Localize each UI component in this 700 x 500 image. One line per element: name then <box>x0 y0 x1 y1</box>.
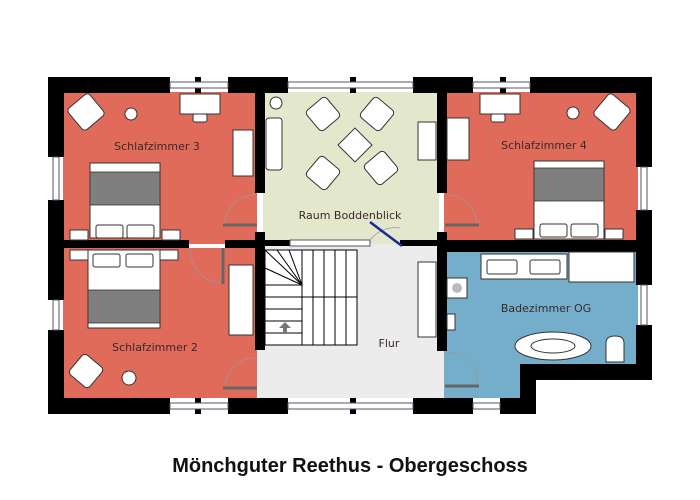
room-label-badezimmer: Badezimmer OG <box>501 302 591 315</box>
furniture-badezimmer <box>446 251 635 363</box>
furniture-schlafzimmer-3 <box>67 93 254 241</box>
room-label-schlafzimmer-2: Schlafzimmer 2 <box>112 341 198 354</box>
room-label-raum-boddenblick: Raum Boddenblick <box>299 209 402 222</box>
furniture-raum-boddenblick <box>265 96 437 191</box>
furniture-schlafzimmer-2 <box>68 249 254 389</box>
balcony-door-leaf <box>369 221 403 247</box>
room-label-flur: Flur <box>379 337 400 350</box>
room-label-schlafzimmer-3: Schlafzimmer 3 <box>114 140 200 153</box>
room-floor-raum-boddenblick[interactable] <box>263 92 439 244</box>
windows <box>52 81 648 410</box>
doors <box>189 194 479 390</box>
room-floor-badezimmer[interactable] <box>444 252 638 398</box>
stairs-up-arrow-icon <box>279 322 291 334</box>
furniture-schlafzimmer-4 <box>446 93 631 240</box>
flur-wardrobe <box>417 261 437 338</box>
walls <box>48 77 652 414</box>
plan-title: Mönchguter Reethus - Obergeschoss <box>172 455 528 477</box>
room-label-schlafzimmer-4: Schlafzimmer 4 <box>501 139 587 152</box>
staircase <box>264 249 358 346</box>
